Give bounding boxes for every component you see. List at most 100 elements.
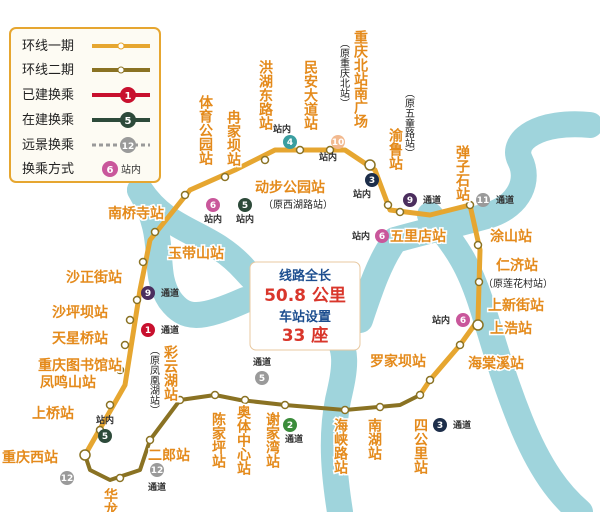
station-sigongli: 四公里站 bbox=[412, 418, 428, 475]
station-chenjiaping: 陈家坪站 bbox=[210, 411, 226, 469]
svg-text:5: 5 bbox=[259, 374, 265, 384]
badge-line1 bbox=[141, 323, 155, 337]
station-ranjiaba: 冉家坝站 bbox=[225, 109, 241, 167]
station-shapingba: 沙坪坝站 bbox=[52, 304, 108, 321]
badge-line3-north bbox=[365, 173, 379, 187]
station-yulu: 渝鲁站 bbox=[387, 127, 404, 171]
badge-line12-chongqingxi bbox=[60, 471, 74, 485]
info-box-frame bbox=[249, 261, 361, 351]
badge-line5-chongqingxi bbox=[98, 429, 112, 443]
svg-text:通道: 通道 bbox=[148, 481, 166, 493]
info-length-value: 50.8 公里 bbox=[264, 286, 346, 306]
svg-text:9: 9 bbox=[145, 289, 151, 299]
svg-text:9: 9 bbox=[407, 196, 413, 206]
info-length-label: 线路全长 bbox=[279, 268, 332, 284]
svg-text:4: 4 bbox=[287, 138, 293, 148]
svg-text:12: 12 bbox=[151, 466, 164, 476]
svg-text:站内: 站内 bbox=[236, 213, 254, 225]
station-erlang: 二郎站 bbox=[148, 447, 190, 464]
legend-phase1-label: 环线一期 bbox=[22, 39, 74, 54]
svg-text:10: 10 bbox=[332, 138, 345, 148]
legend-built-badge bbox=[120, 87, 136, 103]
station-wuli: 五里店站 bbox=[390, 228, 446, 245]
badge-line2 bbox=[283, 418, 297, 432]
info-stations-value: 33 座 bbox=[282, 325, 329, 346]
legend-method-badge bbox=[102, 161, 118, 177]
station-haixia: 海峡路站 bbox=[332, 417, 348, 475]
station-tushan: 涂山站 bbox=[490, 228, 532, 245]
jialing-river-west bbox=[127, 177, 258, 328]
svg-text:2: 2 bbox=[287, 421, 293, 431]
badge-line12-erlang bbox=[150, 463, 164, 477]
svg-text:站内: 站内 bbox=[352, 230, 370, 242]
station-shangqiao: 上桥站 bbox=[32, 405, 74, 422]
legend-phase2-label: 环线二期 bbox=[22, 63, 74, 78]
svg-text:通道: 通道 bbox=[453, 419, 471, 431]
station-shanghao: 上浩站 bbox=[490, 320, 532, 337]
station-renji-old: （原莲花村站） bbox=[483, 277, 553, 290]
station-nanhu: 南湖站 bbox=[366, 417, 382, 461]
legend-future-badge bbox=[120, 137, 136, 153]
svg-text:12: 12 bbox=[122, 142, 135, 152]
svg-text:6: 6 bbox=[107, 165, 114, 176]
station-hualong: 华龙 bbox=[102, 487, 119, 512]
badge-line6-tiyu bbox=[206, 198, 220, 212]
svg-text:通道: 通道 bbox=[161, 287, 179, 299]
badge-line4 bbox=[283, 135, 297, 149]
badge-line11 bbox=[476, 193, 490, 207]
station-dongbu-old: （原西湖路站） bbox=[263, 198, 333, 211]
svg-text:通道: 通道 bbox=[423, 194, 441, 206]
station-honghu: 洪湖东路站 bbox=[257, 59, 273, 131]
station-fengming: 凤鸣山站 bbox=[40, 374, 96, 391]
svg-text:5: 5 bbox=[102, 432, 108, 442]
svg-text:1: 1 bbox=[125, 91, 132, 102]
info-box: 线路全长 50.8 公里 车站设置 33 座 bbox=[249, 261, 361, 351]
svg-text:通道: 通道 bbox=[285, 433, 303, 445]
svg-text:6: 6 bbox=[460, 316, 466, 326]
station-dots bbox=[79, 145, 484, 483]
svg-text:站内: 站内 bbox=[273, 123, 291, 135]
svg-text:站内: 站内 bbox=[353, 188, 371, 200]
svg-text:12: 12 bbox=[61, 474, 74, 484]
station-shangxinjie: 上新街站 bbox=[488, 297, 544, 314]
station-tiyu: 体育公园站 bbox=[197, 94, 213, 166]
station-dongbu: 动步公园站 bbox=[255, 179, 325, 196]
yangtze-south bbox=[417, 202, 593, 512]
legend-method-label: 换乘方式 bbox=[22, 161, 74, 177]
legend-built-label: 已建换乘 bbox=[22, 88, 74, 103]
station-chongqingbei-old: （原重庆北站） bbox=[338, 38, 350, 108]
badge-line9-wuli bbox=[403, 193, 417, 207]
loop-line-phase2 bbox=[83, 393, 421, 482]
station-yulu-old: （原五童路站） bbox=[403, 88, 415, 158]
badge-line3-sigongli bbox=[433, 418, 447, 432]
info-stations-label: 车站设置 bbox=[279, 309, 331, 325]
badge-line6-wuli bbox=[375, 229, 389, 243]
svg-text:3: 3 bbox=[369, 176, 375, 186]
svg-text:通道: 通道 bbox=[161, 324, 179, 336]
river-inner bbox=[347, 227, 408, 333]
station-tianxingqiao: 天星桥站 bbox=[52, 330, 108, 347]
station-chongqingxi: 重庆西站 bbox=[2, 449, 58, 466]
station-luojiaba: 罗家坝站 bbox=[370, 353, 426, 370]
loop-line-phase1 bbox=[82, 147, 483, 457]
legend-building-label: 在建换乘 bbox=[22, 113, 74, 128]
legend-future-label: 远景换乘 bbox=[22, 138, 74, 153]
station-haitangxi: 海棠溪站 bbox=[468, 355, 524, 372]
badge-line9-shapingba bbox=[141, 286, 155, 300]
svg-text:5: 5 bbox=[125, 116, 132, 127]
transfer-badges: 4 站内 10 站内 3 站内 9 通道 11 通道 6 站内 5 站内 6 站… bbox=[60, 123, 514, 493]
svg-text:站内: 站内 bbox=[96, 414, 114, 426]
svg-text:通道: 通道 bbox=[253, 356, 271, 368]
badge-line5-ranjiaba bbox=[238, 198, 252, 212]
badge-line10 bbox=[331, 135, 345, 149]
badge-line5-chenjiaping bbox=[255, 371, 269, 385]
svg-text:通道: 通道 bbox=[496, 194, 514, 206]
station-shazheng: 沙正街站 bbox=[66, 269, 122, 286]
station-caiyunhu: 彩云湖站 bbox=[162, 344, 179, 402]
station-xiejiawan: 谢家湾站 bbox=[264, 411, 280, 469]
legend: 环线一期 环线二期 已建换乘 1 在建换乘 5 远景换乘 12 换乘方式 6 站… bbox=[9, 27, 161, 183]
station-yudai: 玉带山站 bbox=[168, 245, 224, 262]
svg-text:11: 11 bbox=[477, 196, 490, 206]
badge-line6-shanghao bbox=[456, 313, 470, 327]
